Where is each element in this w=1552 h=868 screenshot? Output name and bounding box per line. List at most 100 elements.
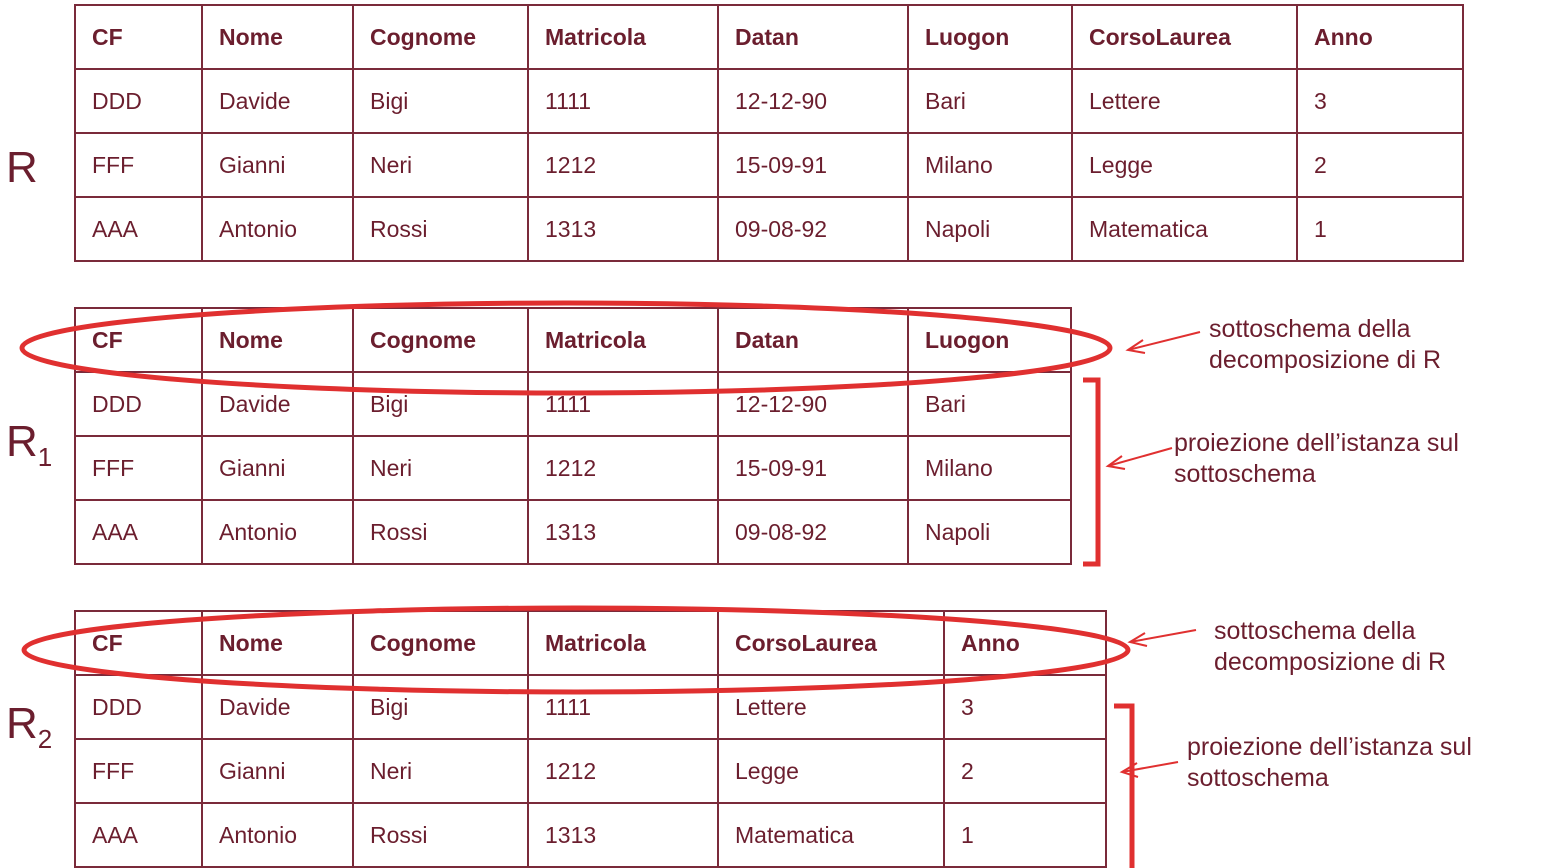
table-cell: Neri bbox=[352, 132, 529, 198]
annotation-r1-instance: proiezione dell’istanza sul sottoschema bbox=[1174, 428, 1459, 490]
table-row: FFF Gianni Neri 1212 Legge 2 bbox=[74, 738, 1107, 804]
table-cell: 12-12-90 bbox=[717, 371, 909, 437]
table-cell: Bigi bbox=[352, 674, 529, 740]
arrowhead-r1-instance bbox=[1105, 455, 1126, 470]
table-cell: Antonio bbox=[201, 196, 354, 262]
instance-bracket-r1 bbox=[1083, 377, 1101, 567]
table-row: FFF Gianni Neri 1212 15-09-91 Milano bbox=[74, 435, 1072, 501]
table-cell: 1111 bbox=[527, 68, 719, 134]
table-cell: 1111 bbox=[527, 674, 719, 740]
table-cell: 1 bbox=[943, 802, 1107, 868]
column-header: CorsoLaurea bbox=[1071, 4, 1298, 70]
annotation-r1-schema: sottoschema della decomposizione di R bbox=[1209, 314, 1441, 376]
table-cell: AAA bbox=[74, 196, 203, 262]
table-cell: Legge bbox=[1071, 132, 1298, 198]
table-header-row: CF Nome Cognome Matricola Datan Luogon C… bbox=[74, 4, 1464, 70]
table-r: CF Nome Cognome Matricola Datan Luogon C… bbox=[74, 4, 1464, 262]
annotation-line: decomposizione di R bbox=[1209, 346, 1442, 374]
table-cell: 1212 bbox=[527, 738, 719, 804]
relation-label-r: R bbox=[6, 146, 38, 190]
arrow-r2-schema bbox=[1129, 629, 1197, 643]
table-cell: AAA bbox=[74, 802, 203, 868]
annotation-line: sottoschema bbox=[1187, 764, 1329, 792]
annotation-r2-schema: sottoschema della decomposizione di R bbox=[1214, 616, 1446, 678]
table-cell: 2 bbox=[943, 738, 1107, 804]
table-cell: 1 bbox=[1296, 196, 1464, 262]
table-cell: Antonio bbox=[201, 499, 354, 565]
arrow-r1-schema bbox=[1127, 331, 1201, 351]
table-cell: AAA bbox=[74, 499, 203, 565]
table-row: FFF Gianni Neri 1212 15-09-91 Milano Leg… bbox=[74, 132, 1464, 198]
table-cell: Rossi bbox=[352, 499, 529, 565]
table-cell: 15-09-91 bbox=[717, 132, 909, 198]
column-header: Datan bbox=[717, 4, 909, 70]
table-cell: Matematica bbox=[1071, 196, 1298, 262]
table-cell: 15-09-91 bbox=[717, 435, 909, 501]
relation-label-r1: R1 bbox=[6, 417, 53, 472]
column-header: Cognome bbox=[352, 4, 529, 70]
table-cell: Bigi bbox=[352, 371, 529, 437]
table-row: DDD Davide Bigi 1111 12-12-90 Bari Lette… bbox=[74, 68, 1464, 134]
table-cell: Lettere bbox=[1071, 68, 1298, 134]
table-cell: FFF bbox=[74, 435, 203, 501]
table-cell: 09-08-92 bbox=[717, 499, 909, 565]
column-header: Cognome bbox=[352, 610, 529, 676]
table-cell: Bari bbox=[907, 68, 1073, 134]
column-header: Nome bbox=[201, 610, 354, 676]
table-cell: Rossi bbox=[352, 802, 529, 868]
table-cell: 1212 bbox=[527, 435, 719, 501]
table-cell: 1313 bbox=[527, 196, 719, 262]
arrow-r1-instance bbox=[1107, 447, 1173, 467]
table-cell: 3 bbox=[1296, 68, 1464, 134]
table-cell: Gianni bbox=[201, 435, 354, 501]
instance-bracket-r2 bbox=[1114, 703, 1135, 868]
column-header: CorsoLaurea bbox=[717, 610, 945, 676]
relation-name-r1: R bbox=[6, 417, 38, 466]
schema-ellipse-r2 bbox=[21, 605, 1131, 695]
table-header-row: CF Nome Cognome Matricola Datan Luogon bbox=[74, 307, 1072, 373]
table-cell: Neri bbox=[352, 738, 529, 804]
table-cell: 1212 bbox=[527, 132, 719, 198]
column-header: Matricola bbox=[527, 4, 719, 70]
annotation-line: decomposizione di R bbox=[1214, 648, 1447, 676]
table-cell: FFF bbox=[74, 132, 203, 198]
relation-subscript-r2: 2 bbox=[37, 724, 53, 754]
annotation-line: sottoschema bbox=[1174, 460, 1316, 488]
annotation-line: proiezione dell’istanza sul bbox=[1174, 429, 1459, 457]
table-cell: Milano bbox=[907, 132, 1073, 198]
table-row: DDD Davide Bigi 1111 12-12-90 Bari bbox=[74, 371, 1072, 437]
annotation-r2-instance: proiezione dell’istanza sul sottoschema bbox=[1187, 732, 1472, 794]
table-cell: 1111 bbox=[527, 371, 719, 437]
table-r1: CF Nome Cognome Matricola Datan Luogon D… bbox=[74, 307, 1072, 565]
arrowhead-r1-schema bbox=[1125, 339, 1146, 354]
table-cell: Matematica bbox=[717, 802, 945, 868]
table-cell: Gianni bbox=[201, 738, 354, 804]
table-row: AAA Antonio Rossi 1313 09-08-92 Napoli M… bbox=[74, 196, 1464, 262]
relation-label-r2: R2 bbox=[6, 699, 53, 754]
table-cell: 12-12-90 bbox=[717, 68, 909, 134]
column-header: Cognome bbox=[352, 307, 529, 373]
table-cell: Davide bbox=[201, 68, 354, 134]
column-header: CF bbox=[74, 4, 203, 70]
table-cell: Rossi bbox=[352, 196, 529, 262]
schema-ellipse-r1 bbox=[19, 300, 1113, 396]
column-header: Luogon bbox=[907, 4, 1073, 70]
annotation-line: sottoschema della bbox=[1209, 315, 1411, 343]
annotation-line: sottoschema della bbox=[1214, 617, 1416, 645]
table-cell: Milano bbox=[907, 435, 1072, 501]
table-row: AAA Antonio Rossi 1313 Matematica 1 bbox=[74, 802, 1107, 868]
table-cell: Neri bbox=[352, 435, 529, 501]
table-cell: FFF bbox=[74, 738, 203, 804]
table-cell: 2 bbox=[1296, 132, 1464, 198]
table-cell: 1313 bbox=[527, 499, 719, 565]
table-cell: Bigi bbox=[352, 68, 529, 134]
relation-name-r2: R bbox=[6, 699, 38, 748]
table-cell: Antonio bbox=[201, 802, 354, 868]
arrowhead-r2-schema bbox=[1127, 632, 1148, 647]
relation-subscript-r1: 1 bbox=[37, 442, 53, 472]
arrowhead-r2-instance bbox=[1119, 762, 1139, 778]
relation-name-r: R bbox=[6, 143, 38, 192]
table-cell: Napoli bbox=[907, 196, 1073, 262]
column-header: Nome bbox=[201, 4, 354, 70]
